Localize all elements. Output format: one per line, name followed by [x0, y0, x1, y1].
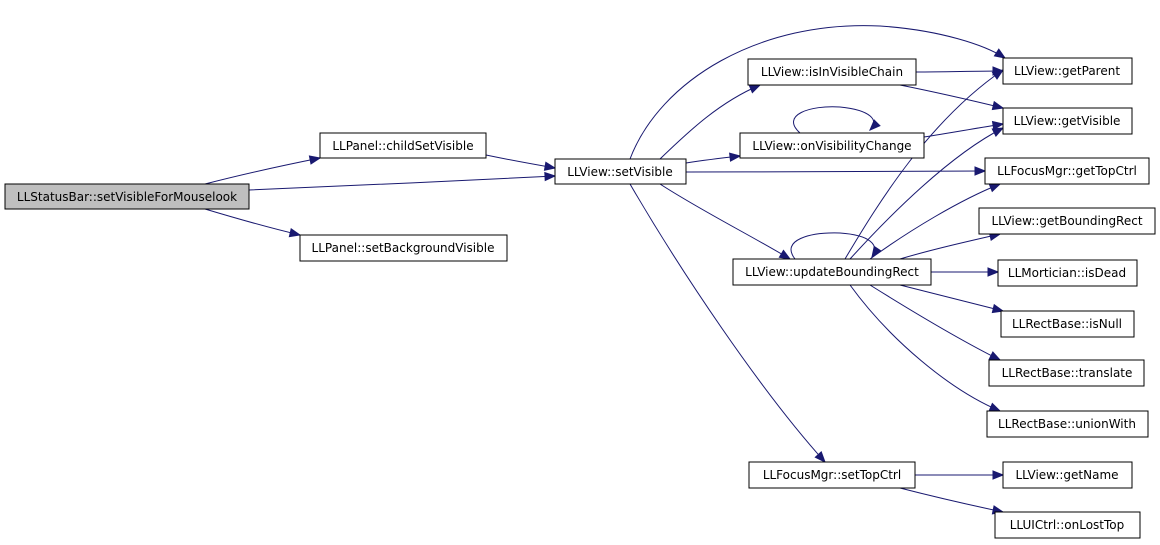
node-is-in-visible-chain[interactable]: LLView::isInVisibleChain [747, 58, 917, 86]
node-label-translate: LLRectBase::translate [1002, 366, 1133, 380]
node-label-get-top-ctrl: LLFocusMgr::getTopCtrl [997, 164, 1137, 178]
edge-root-to-set-background-visible [204, 208, 301, 236]
edge-root-to-child-set-visible [204, 157, 321, 185]
node-get-visible[interactable]: LLView::getVisible [1002, 107, 1133, 135]
node-is-dead[interactable]: LLMortician::isDead [997, 259, 1138, 287]
node-update-bounding-rect[interactable]: LLView::updateBoundingRect [732, 258, 932, 286]
edge-set-visible-to-get-top-ctrl [685, 170, 986, 173]
edge-root-to-set-visible [248, 175, 556, 191]
edge-update-bounding-rect-to-get-parent [844, 69, 1004, 260]
node-on-lost-top[interactable]: LLUICtrl::onLostTop [994, 511, 1141, 539]
node-label-set-top-ctrl: LLFocusMgr::setTopCtrl [763, 468, 901, 482]
edge-set-top-ctrl-to-on-lost-top [899, 487, 1004, 513]
node-label-get-name: LLView::getName [1015, 468, 1118, 482]
node-label-is-dead: LLMortician::isDead [1008, 266, 1126, 280]
edge-set-visible-to-update-bounding-rect [659, 183, 791, 260]
edge-is-in-visible-chain-to-get-parent [915, 70, 1004, 73]
node-label-on-visibility-change: LLView::onVisibilityChange [752, 139, 911, 153]
edge-update-bounding-rect-to-get-top-ctrl [869, 183, 1001, 260]
edge-update-bounding-rect-to-is-null [899, 284, 1004, 312]
edge-set-visible-to-set-top-ctrl [629, 183, 826, 463]
arrowhead-set-top-ctrl-to-get-name [992, 470, 1005, 480]
node-is-null[interactable]: LLRectBase::isNull [1000, 310, 1135, 338]
edge-is-in-visible-chain-to-get-visible [899, 84, 1004, 109]
node-label-update-bounding-rect: LLView::updateBoundingRect [745, 265, 919, 279]
arrowhead-root-to-set-background-visible [288, 227, 302, 238]
arrowhead-on-visibility-change-to-get-visible [991, 120, 1005, 131]
arrowhead-set-visible-to-is-in-visible-chain [748, 84, 762, 94]
edge-update-bounding-rect-self [790, 232, 876, 260]
node-label-union-with: LLRectBase::unionWith [998, 417, 1136, 431]
arrowhead-root-to-child-set-visible [308, 155, 322, 165]
call-nodes: LLStatusBar::setVisibleForMouselook LLPa… [4, 57, 1156, 539]
edge-update-bounding-rect-to-get-bounding-rect [899, 233, 1001, 260]
node-child-set-visible[interactable]: LLPanel::childSetVisible [319, 132, 487, 159]
node-set-visible[interactable]: LLView::setVisible [554, 158, 687, 185]
node-label-get-visible: LLView::getVisible [1014, 114, 1121, 128]
node-get-parent[interactable]: LLView::getParent [1002, 57, 1133, 85]
edge-set-visible-to-is-in-visible-chain [659, 84, 761, 160]
node-label-get-parent: LLView::getParent [1014, 64, 1120, 78]
edge-update-bounding-rect-to-translate [869, 284, 1001, 361]
node-translate[interactable]: LLRectBase::translate [988, 359, 1145, 387]
node-label-set-visible: LLView::setVisible [567, 165, 673, 179]
node-get-name[interactable]: LLView::getName [1002, 461, 1133, 489]
edge-on-visibility-change-self [793, 106, 875, 134]
node-label-is-null: LLRectBase::isNull [1012, 317, 1122, 331]
arrowhead-set-visible-to-get-top-ctrl [974, 166, 987, 176]
node-get-bounding-rect[interactable]: LLView::getBoundingRect [978, 207, 1156, 235]
node-label-set-background-visible: LLPanel::setBackgroundVisible [312, 241, 495, 255]
arrowhead-on-visibility-change-self [869, 119, 881, 131]
node-set-background-visible[interactable]: LLPanel::setBackgroundVisible [299, 234, 508, 262]
call-edges [204, 25, 1007, 515]
arrowhead-child-set-visible-to-set-visible [543, 161, 557, 171]
arrowhead-is-in-visible-chain-to-get-visible [991, 100, 1005, 111]
node-union-with[interactable]: LLRectBase::unionWith [986, 410, 1149, 438]
node-label-get-bounding-rect: LLView::getBoundingRect [991, 214, 1142, 228]
node-root[interactable]: LLStatusBar::setVisibleForMouselook [4, 183, 250, 210]
arrowhead-update-bounding-rect-to-is-dead [987, 267, 1000, 277]
arrowhead-root-to-set-visible [544, 171, 557, 182]
arrowhead-set-visible-to-on-visibility-change [729, 152, 742, 162]
arrowhead-update-bounding-rect-to-get-visible [991, 127, 1005, 137]
node-label-is-in-visible-chain: LLView::isInVisibleChain [761, 65, 903, 79]
arrowhead-update-bounding-rect-to-is-null [991, 303, 1005, 314]
edge-update-bounding-rect-to-get-visible [849, 127, 1004, 260]
node-label-root: LLStatusBar::setVisibleForMouselook [17, 190, 237, 204]
arrowhead-update-bounding-rect-to-translate [988, 351, 1002, 361]
arrowhead-update-bounding-rect-to-get-parent [991, 69, 1005, 80]
node-on-visibility-change[interactable]: LLView::onVisibilityChange [739, 132, 925, 159]
node-get-top-ctrl[interactable]: LLFocusMgr::getTopCtrl [984, 157, 1150, 185]
arrowhead-set-visible-to-get-parent [993, 48, 1007, 59]
edge-set-visible-to-get-parent [629, 25, 1006, 160]
arrowhead-update-bounding-rect-to-get-top-ctrl [988, 183, 1002, 193]
edge-update-bounding-rect-to-union-with [849, 284, 1001, 412]
node-label-on-lost-top: LLUICtrl::onLostTop [1010, 518, 1125, 532]
arrowhead-set-visible-to-set-top-ctrl [814, 451, 826, 463]
node-label-child-set-visible: LLPanel::childSetVisible [332, 139, 473, 153]
arrowhead-set-visible-to-update-bounding-rect [778, 249, 792, 260]
arrowhead-update-bounding-rect-to-union-with [988, 402, 1002, 412]
node-set-top-ctrl[interactable]: LLFocusMgr::setTopCtrl [748, 461, 916, 489]
edge-child-set-visible-to-set-visible [485, 154, 556, 169]
